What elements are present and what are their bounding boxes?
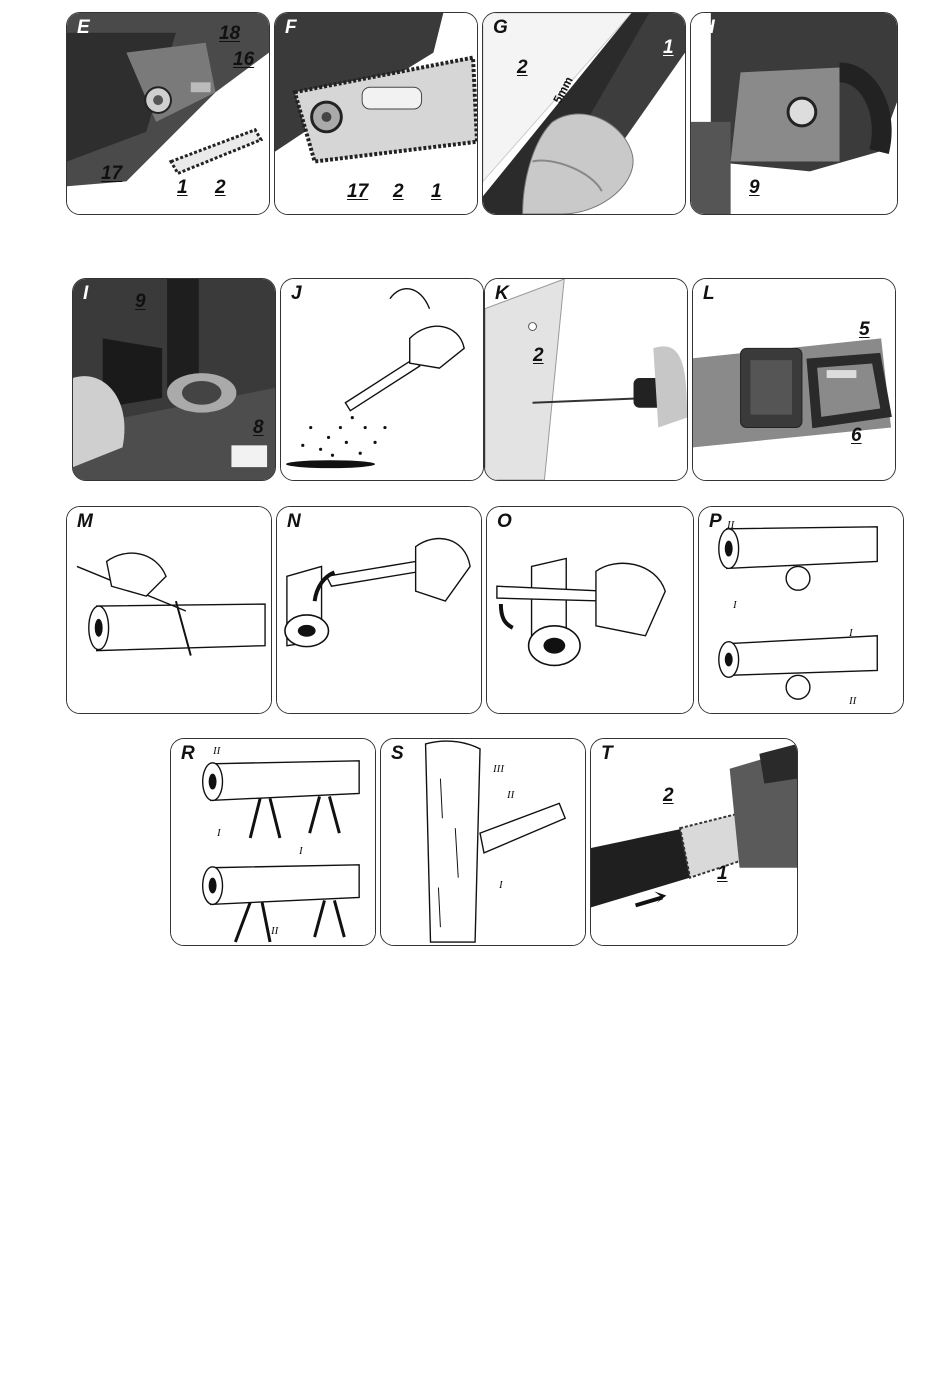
panel-i: I 9 8 — [72, 278, 276, 481]
cut-mark: II — [849, 695, 856, 707]
callout-6: 6 — [851, 425, 862, 447]
panel-n: N — [276, 506, 482, 714]
callout-1: 1 — [663, 37, 674, 59]
log-support-drawing — [699, 507, 903, 713]
panel-o: O — [486, 506, 694, 714]
cut-mark: II — [213, 745, 220, 757]
panel-letter: F — [285, 17, 297, 39]
panel-letter: P — [709, 511, 722, 533]
cut-mark: II — [271, 925, 278, 937]
panel-r: R II I I II — [170, 738, 376, 946]
callout-2: 2 — [517, 57, 528, 79]
callout-2: 2 — [533, 345, 544, 367]
panel-t: T 2 1 — [590, 738, 798, 946]
panel-j: J — [280, 278, 484, 481]
bar-cover-photo — [591, 739, 797, 945]
cut-mark: III — [493, 763, 504, 775]
panel-letter: K — [495, 283, 509, 305]
panel-letter: I — [83, 283, 88, 305]
callout-2: 2 — [663, 785, 674, 807]
cut-mark: II — [507, 789, 514, 801]
log-on-trestles-drawing — [171, 739, 375, 945]
chain-bar-mounted-photo — [275, 13, 477, 214]
bar-cleaning-photo — [485, 279, 687, 480]
panel-e: E 18 16 17 1 2 — [66, 12, 270, 215]
callout-2: 2 — [393, 181, 404, 203]
panel-letter: G — [493, 17, 508, 39]
cut-mark: I — [733, 599, 737, 611]
log-cut-from-below-drawing — [277, 507, 481, 713]
panel-letter: E — [77, 17, 90, 39]
panel-letter: S — [391, 743, 404, 765]
callout-1: 1 — [177, 177, 188, 199]
log-cutting-drawing — [67, 507, 271, 713]
cut-mark: I — [299, 845, 303, 857]
battery-handle-photo — [693, 279, 895, 480]
panel-s: S III II I — [380, 738, 586, 946]
callout-8: 8 — [253, 417, 264, 439]
panel-letter: L — [703, 283, 715, 305]
panel-letter: R — [181, 743, 195, 765]
oil-cap-photo — [691, 13, 897, 214]
cut-mark: I — [849, 627, 853, 639]
panel-h: H 9 — [690, 12, 898, 215]
cut-mark: I — [499, 879, 503, 891]
callout-9: 9 — [135, 291, 146, 313]
callout-2: 2 — [215, 177, 226, 199]
chain-tension-check-photo — [483, 13, 685, 214]
panel-letter: M — [77, 511, 93, 533]
panel-letter: N — [287, 511, 301, 533]
callout-1: 1 — [717, 863, 728, 885]
panel-l: L 5 6 — [692, 278, 896, 481]
panel-g: G 2 1 5mm — [482, 12, 686, 215]
oil-filling-photo — [73, 279, 275, 480]
callout-16: 16 — [233, 49, 254, 71]
panel-letter: J — [291, 283, 302, 305]
panel-letter: O — [497, 511, 512, 533]
callout-1: 1 — [431, 181, 442, 203]
branch-removal-drawing — [381, 739, 585, 945]
callout-17: 17 — [101, 163, 122, 185]
panel-k: K 2 — [484, 278, 688, 481]
cut-mark: I — [217, 827, 221, 839]
callout-17: 17 — [347, 181, 368, 203]
oil-lubrication-drawing — [281, 279, 483, 480]
callout-9: 9 — [749, 177, 760, 199]
callout-18: 18 — [219, 23, 240, 45]
panel-p: P II I I II — [698, 506, 904, 714]
callout-5: 5 — [859, 319, 870, 341]
panel-f: F 17 2 1 — [274, 12, 478, 215]
panel-letter: T — [601, 743, 613, 765]
panel-letter: H — [701, 17, 715, 39]
log-cut-from-above-drawing — [487, 507, 693, 713]
panel-m: M — [66, 506, 272, 714]
cut-mark: II — [727, 519, 734, 531]
